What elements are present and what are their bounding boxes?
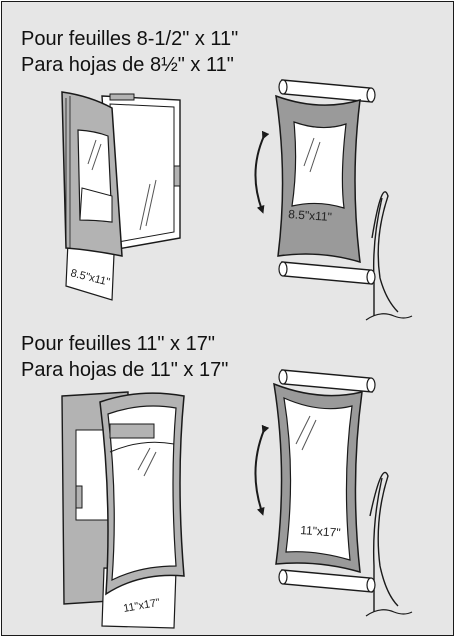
section-1-caption-fr: Pour feuilles 8-1/2" x 11"	[21, 28, 239, 50]
double-arrow-icon	[254, 424, 270, 516]
open-sign-holder-large: 11"x17"	[61, 391, 185, 629]
pole-mounted-holder-small: 8.5"x11"	[254, 79, 413, 321]
wall-sheet-large-label: 11"x17"	[300, 523, 341, 540]
section-1-caption-es: Para hojas de 8½" x 11"	[21, 54, 234, 76]
wall-sheet-small-label: 8.5"x11"	[288, 207, 333, 224]
section-2-caption-fr: Pour feuilles 11" x 17"	[21, 333, 215, 355]
pole-large	[369, 471, 399, 607]
section-2-caption-es: Para hojas de 11" x 17"	[21, 359, 229, 381]
pole-mounted-holder-large: 11"x17"	[254, 369, 413, 617]
pole-small	[371, 191, 399, 313]
section-2-caption: Pour feuilles 11" x 17" Para hojas de 11…	[21, 331, 228, 383]
section-1-caption: Pour feuilles 8-1/2" x 11" Para hojas de…	[21, 26, 238, 78]
double-arrow-icon	[254, 130, 270, 214]
open-sign-holder-small: 8.5"x11"	[61, 91, 181, 301]
